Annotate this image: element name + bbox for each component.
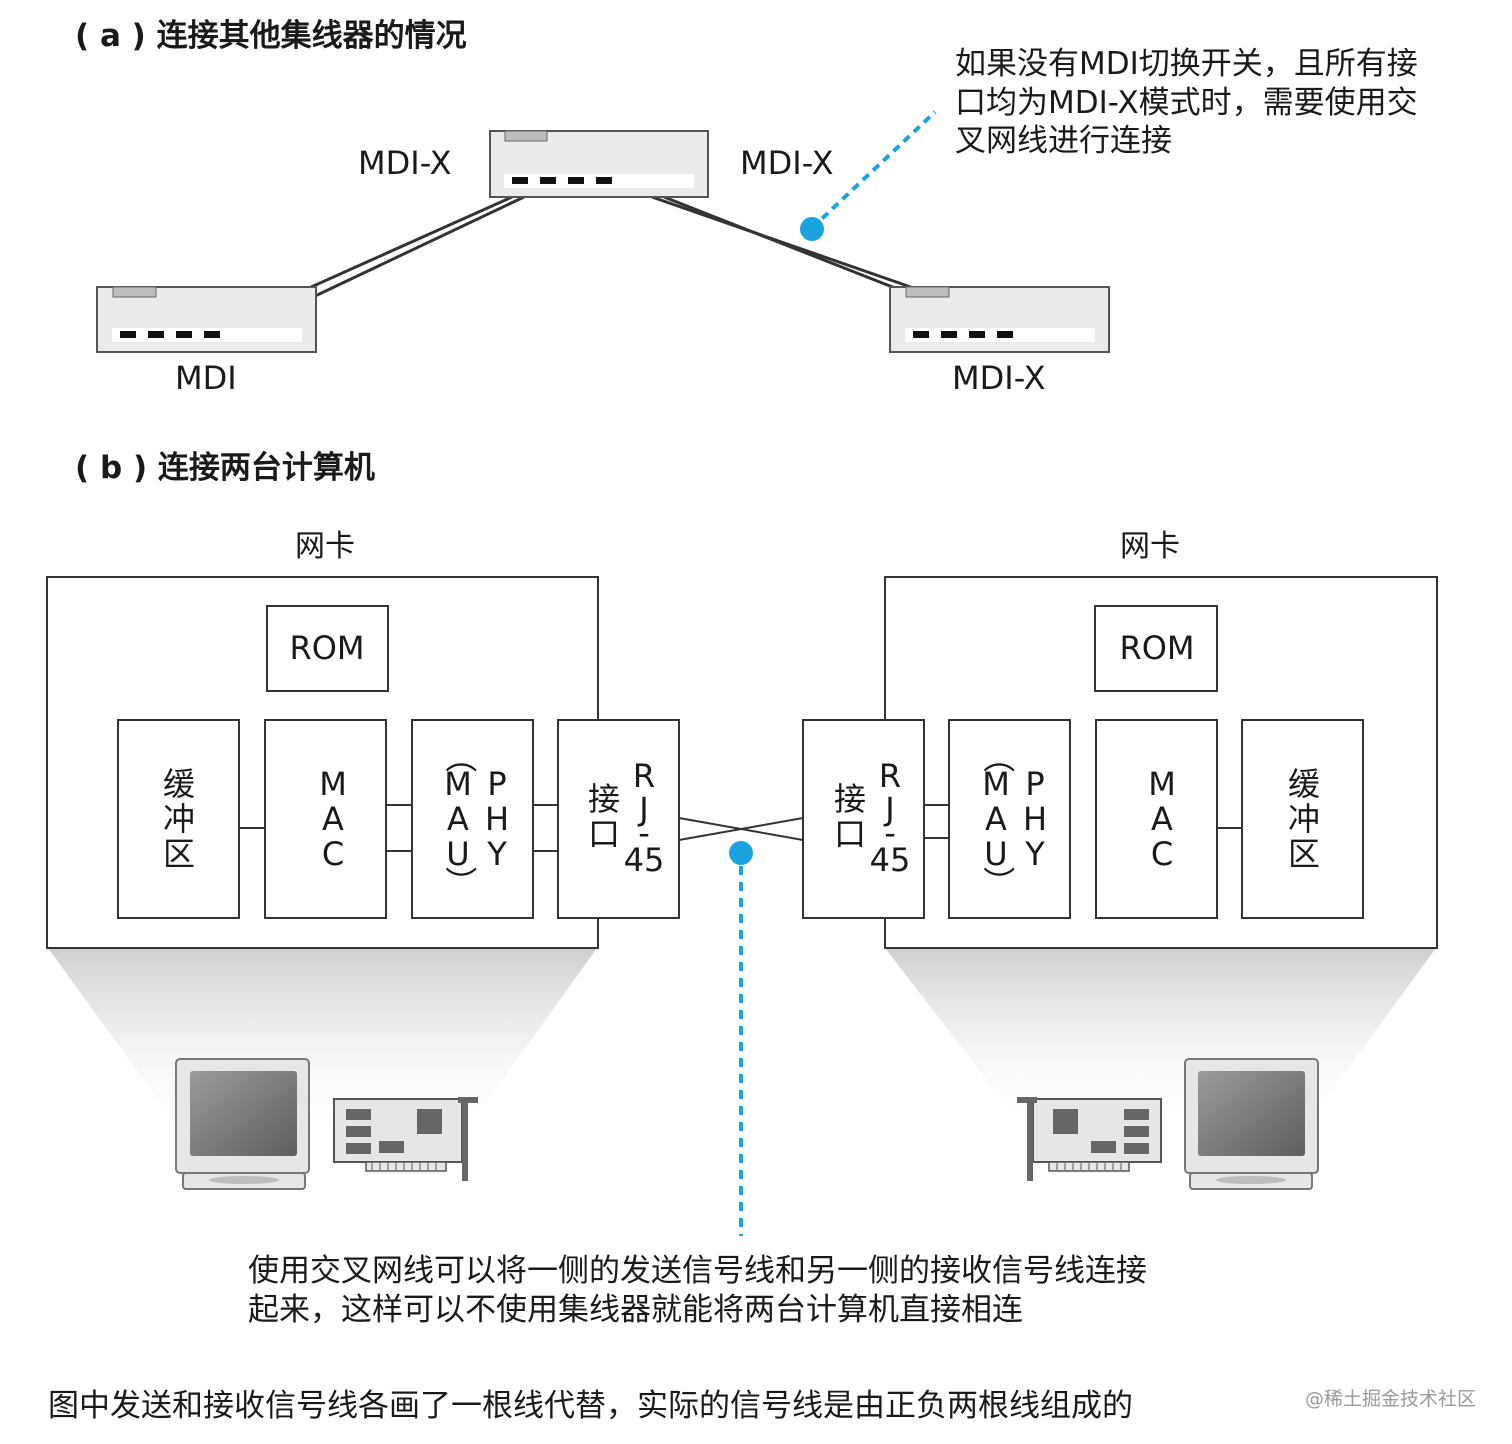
computer-left-monitor-icon [175, 1058, 310, 1190]
section-a-title: ( a ) 连接其他集线器的情况 [75, 18, 467, 54]
nic-left-buffer [117, 719, 240, 919]
nic-right-mac [1095, 719, 1218, 919]
nic-left-label: 网卡 [295, 529, 355, 564]
callout-a-dot [800, 217, 824, 241]
nic-left-mac-char-3: C [322, 835, 344, 873]
nic-left-buffer-char-3: 区 [163, 835, 195, 873]
nic-right-jack-en-3: - [884, 814, 896, 852]
callout-a-leader [810, 110, 937, 230]
hub-left [96, 286, 317, 353]
nic-left-jack-en-3: - [638, 814, 650, 852]
nic-left-rom-label: ROM [289, 629, 364, 667]
hub-top [489, 130, 709, 198]
nic-left-mau-char-1: M [444, 765, 472, 803]
callout-a-line-3: 叉网线进行连接 [955, 123, 1172, 159]
nic-right-connectors [924, 804, 1242, 839]
callout-b-line-2: 起来，这样可以不使用集线器就能将两台计算机直接相连 [248, 1292, 1023, 1328]
nic-right-buffer-char-3: 区 [1288, 835, 1320, 873]
nic-left-buffer-char-2: 冲 [163, 800, 195, 838]
beam-right [885, 948, 1436, 1120]
hub-right [889, 286, 1110, 353]
nic-left-jack-cn-2: 口 [588, 815, 620, 853]
nic-right-mac-char-1: M [1148, 765, 1176, 803]
nic-left-mac [264, 719, 387, 919]
nic-right-label: 网卡 [1120, 529, 1180, 564]
nic-left-phy [411, 719, 534, 919]
nic-left-jack [557, 719, 680, 919]
nic-right-buffer-char-1: 缓 [1288, 765, 1320, 803]
nic-left-mau-char-3: U [446, 835, 469, 873]
nic-right-mau-paren-close: ） [979, 866, 1017, 898]
nic-left-jack-en-4: 45 [624, 841, 665, 879]
nic-right-mac-char-3: C [1151, 835, 1173, 873]
nic-left-mac-char-2: A [322, 800, 344, 838]
callout-b-dot [729, 841, 753, 865]
nic-right-phy-char-2: H [1023, 800, 1047, 838]
hub-top-right-port-label: MDI-X [740, 144, 834, 182]
nic-right-jack-cn-1: 接 [834, 780, 866, 818]
beam-left [48, 948, 597, 1130]
nic-right-mau-char-1: M [982, 765, 1010, 803]
nic-left-phy-char-1: P [487, 765, 506, 803]
nic-right-buffer [1241, 719, 1364, 919]
watermark: @稀土掘金技术社区 [1305, 1388, 1476, 1410]
crossover-cable [678, 817, 804, 841]
nic-right-mau-char-2: A [985, 800, 1007, 838]
nic-right-jack-cn-2: 口 [834, 815, 866, 853]
section-b-title: ( b ) 连接两台计算机 [75, 450, 375, 486]
nic-left-jack-en-1: R [633, 757, 655, 795]
nic-right-phy-char-3: Y [1024, 835, 1045, 873]
nic-left-mac-char-1: M [319, 765, 347, 803]
hub-right-label: MDI-X [952, 359, 1046, 397]
callout-b-line-1: 使用交叉网线可以将一侧的发送信号线和另一侧的接收信号线连接 [248, 1253, 1147, 1289]
nic-card-right-icon [1017, 1097, 1162, 1181]
nic-left-jack-en-2: J [637, 790, 648, 828]
nic-right-phy-char-1: P [1025, 765, 1044, 803]
nic-right-jack-en-1: R [879, 757, 901, 795]
nic-right-mau-char-3: U [984, 835, 1007, 873]
nic-right-jack-en-4: 45 [870, 841, 911, 879]
callout-a-line-2: 口均为MDI-X模式时，需要使用交 [955, 85, 1418, 121]
nic-right-mau-paren-open: （ [979, 741, 1017, 773]
nic-right-rom-label: ROM [1119, 629, 1194, 667]
computer-right-monitor-icon [1184, 1058, 1319, 1190]
nic-right-jack [802, 719, 925, 919]
cable-top-to-left [299, 195, 525, 299]
nic-left-phy-char-2: H [485, 800, 509, 838]
nic-right-jack-en-2: J [883, 790, 894, 828]
nic-left-connectors [239, 804, 558, 852]
nic-left-rom [266, 605, 389, 692]
nic-right-rom [1094, 605, 1218, 692]
hub-top-left-port-label: MDI-X [358, 144, 452, 182]
cable-top-to-right-crossover [651, 195, 926, 294]
nic-left-buffer-char-1: 缓 [163, 765, 195, 803]
nic-left-mau-paren-open: （ [441, 741, 479, 773]
hub-left-label: MDI [175, 359, 237, 397]
nic-card-left-icon [333, 1097, 478, 1181]
footer-note: 图中发送和接收信号线各画了一根线代替，实际的信号线是由正负两根线组成的 [48, 1388, 1133, 1424]
nic-left-mau-char-2: A [447, 800, 469, 838]
nic-left-phy-char-3: Y [486, 835, 507, 873]
nic-right-mac-char-2: A [1151, 800, 1173, 838]
nic-right-buffer-char-2: 冲 [1288, 800, 1320, 838]
nic-right-phy [948, 719, 1071, 919]
nic-left-jack-cn-1: 接 [588, 780, 620, 818]
nic-left-mau-paren-close: ） [441, 866, 479, 898]
callout-a-line-1: 如果没有MDI切换开关，且所有接 [955, 46, 1418, 82]
